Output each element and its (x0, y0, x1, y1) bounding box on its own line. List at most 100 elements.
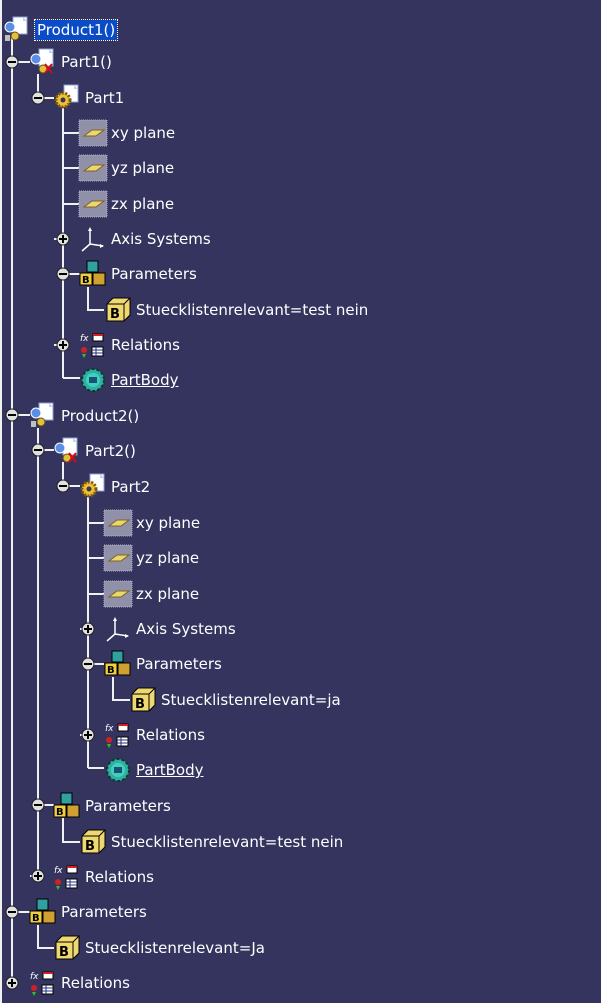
plus-icon (31, 869, 45, 883)
svg-text:B: B (32, 913, 40, 924)
tree-node-label: Stuecklistenrelevant=test nein (136, 301, 369, 319)
plane-icon (78, 154, 108, 182)
collapse-toggle[interactable] (81, 657, 95, 671)
relations-icon: fx (80, 333, 104, 358)
tree-node-parameter-value[interactable]: B Stuecklistenrelevant=Ja (52, 933, 265, 963)
parameters-icon: B (79, 260, 106, 286)
plane-icon (103, 544, 133, 572)
plus-icon (56, 232, 70, 246)
tree-node-label: Stuecklistenrelevant=ja (161, 691, 341, 709)
tree-node-zx-plane[interactable]: zx plane (78, 189, 174, 219)
tree-node-parameter-value[interactable]: B Stuecklistenrelevant=test nein (78, 827, 343, 857)
part-instance-icon (30, 48, 54, 74)
boolean-parameter-icon: B (106, 297, 131, 322)
plus-icon (81, 728, 95, 742)
collapse-toggle[interactable] (5, 55, 19, 69)
tree-node-label: PartBody (136, 761, 204, 779)
tree-node-label: Relations (85, 868, 154, 886)
tree-node-relations[interactable]: fx Relations (78, 330, 180, 360)
svg-text:B: B (82, 275, 90, 286)
plus-icon (81, 622, 95, 636)
collapse-toggle[interactable] (5, 408, 19, 422)
axis-systems-icon (106, 617, 129, 642)
tree-node-label: Part2() (85, 442, 136, 460)
minus-icon (81, 657, 95, 671)
tree-node-yz-plane[interactable]: yz plane (103, 543, 199, 573)
tree-node-relations[interactable]: fx Relations (52, 862, 154, 892)
collapse-toggle[interactable] (5, 905, 19, 919)
tree-node-label: Relations (61, 974, 130, 992)
tree-node-yz-plane[interactable]: yz plane (78, 153, 174, 183)
tree-node-parameter-value[interactable]: B Stuecklistenrelevant=test nein (103, 295, 368, 325)
expand-toggle[interactable] (81, 622, 95, 636)
minus-icon (31, 798, 45, 812)
tree-node-product1[interactable]: Product1() (2, 15, 119, 45)
minus-icon (5, 55, 19, 69)
boolean-parameter-icon: B (81, 829, 106, 854)
svg-text:fx: fx (105, 724, 114, 734)
tree-node-relations[interactable]: fx Relations (103, 720, 205, 750)
svg-text:B: B (56, 807, 64, 818)
tree-node-partbody[interactable]: PartBody (103, 755, 203, 785)
tree-node-label: xy plane (111, 124, 176, 142)
collapse-toggle[interactable] (31, 91, 45, 105)
expand-toggle[interactable] (56, 232, 70, 246)
plane-icon (103, 580, 133, 608)
tree-node-xy-plane[interactable]: xy plane (103, 508, 200, 538)
collapse-toggle[interactable] (56, 479, 70, 493)
svg-text:B: B (110, 307, 120, 322)
partbody-icon (106, 758, 130, 782)
tree-node-parameters[interactable]: B Parameters (52, 791, 171, 821)
tree-node-parameters[interactable]: B Parameters (103, 649, 222, 679)
tree-node-part2[interactable]: Part2 (78, 472, 150, 502)
tree-node-label: Parameters (61, 903, 147, 921)
tree-node-xy-plane[interactable]: xy plane (78, 118, 175, 148)
expand-toggle[interactable] (81, 728, 95, 742)
tree-node-label: xy plane (136, 514, 201, 532)
expand-toggle[interactable] (56, 338, 70, 352)
parameters-icon: B (104, 650, 131, 676)
tree-node-label: Parameters (111, 265, 197, 283)
tree-node-label: zx plane (111, 195, 175, 213)
tree-node-part2-instance[interactable]: Part2() (52, 436, 136, 466)
tree-node-zx-plane[interactable]: zx plane (103, 579, 199, 609)
expand-toggle[interactable] (31, 869, 45, 883)
tree-node-relations[interactable]: fx Relations (28, 968, 130, 998)
expand-toggle[interactable] (5, 976, 19, 990)
minus-icon (56, 267, 70, 281)
product-icon (30, 402, 54, 427)
tree-node-label: Parameters (136, 655, 222, 673)
tree-node-label: Product2() (61, 407, 140, 425)
tree-node-label: Part1() (61, 53, 112, 71)
tree-node-axis-systems[interactable]: Axis Systems (78, 224, 211, 254)
svg-text:B: B (107, 665, 115, 676)
tree-node-parameters[interactable]: B Parameters (28, 897, 147, 927)
tree-node-partbody[interactable]: PartBody (78, 365, 178, 395)
svg-text:fx: fx (80, 334, 89, 344)
tree-node-parameter-value[interactable]: B Stuecklistenrelevant=ja (128, 685, 341, 715)
tree-node-label: Axis Systems (111, 230, 211, 248)
product-icon (4, 16, 28, 41)
collapse-toggle[interactable] (31, 798, 45, 812)
collapse-toggle[interactable] (56, 267, 70, 281)
part-instance-icon (54, 437, 78, 463)
plane-icon (78, 190, 108, 218)
tree-node-part1-instance[interactable]: Part1() (28, 47, 112, 77)
tree-node-axis-systems[interactable]: Axis Systems (103, 614, 236, 644)
plus-icon (5, 976, 19, 990)
tree-node-parameters[interactable]: B Parameters (78, 259, 197, 289)
plane-icon (78, 119, 108, 147)
tree-node-product2[interactable]: Product2() (28, 401, 139, 431)
tree-node-part1[interactable]: Part1 (52, 83, 124, 113)
svg-text:fx: fx (30, 972, 39, 982)
plane-icon (103, 509, 133, 537)
tree-left-border (0, 0, 2, 1003)
svg-text:B: B (59, 945, 69, 960)
part-gear-icon (54, 84, 79, 109)
tree-node-label: Parameters (85, 797, 171, 815)
collapse-toggle[interactable] (31, 443, 45, 457)
minus-icon (31, 443, 45, 457)
tree-node-label: Stuecklistenrelevant=Ja (85, 939, 265, 957)
relations-icon: fx (54, 865, 78, 890)
